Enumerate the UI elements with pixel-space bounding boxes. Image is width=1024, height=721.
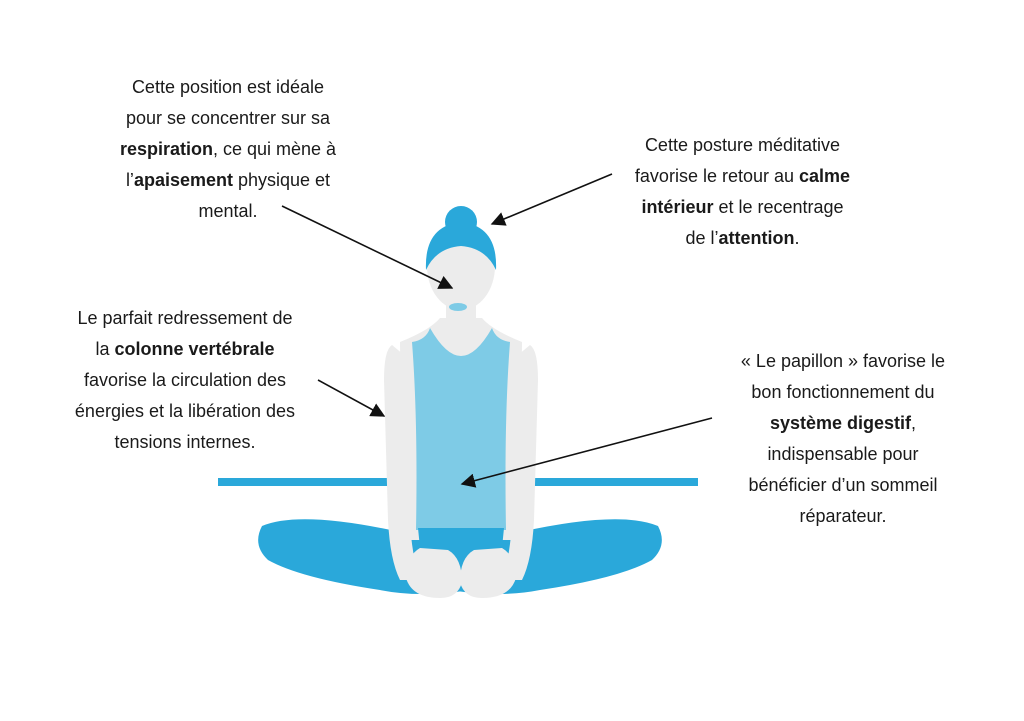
callout-text: physique et <box>232 170 331 190</box>
callout-line: l’apaisement physique et <box>68 165 388 196</box>
callout-text: . <box>794 228 800 248</box>
callout-line: favorise la circulation des <box>83 370 287 390</box>
callout-text: , ce qui mène à <box>212 139 337 159</box>
tank-top <box>412 328 510 530</box>
keyword-respiration: respiration <box>119 139 213 159</box>
keyword-colonne-vertebrale: colonne vertébrale <box>114 339 275 359</box>
waistband <box>418 528 504 548</box>
callout-line: « Le papillon » favorise le <box>740 351 946 371</box>
callout-line: respiration, ce qui mène à <box>68 134 388 165</box>
keyword-apaisement: apaisement <box>133 170 233 190</box>
callout-line: bon fonctionnement du <box>751 382 935 402</box>
callout-line: bénéficier d’un sommeil <box>748 475 938 495</box>
head <box>425 206 497 311</box>
callout-line: réparateur. <box>799 506 887 526</box>
keyword-calme: calme <box>799 166 851 186</box>
callout-text: favorise le retour au <box>634 166 800 186</box>
callout-text: la <box>95 339 115 359</box>
callout-line: mental. <box>198 201 258 221</box>
callout-line: système digestif, <box>688 408 998 439</box>
arrow-papillon <box>460 417 713 488</box>
arms <box>384 345 538 580</box>
callout-line: de l’attention. <box>590 223 895 254</box>
callout-meditation: Cette posture méditative favorise le ret… <box>590 130 895 254</box>
callout-text: et le recentrage <box>713 197 844 217</box>
callout-line: Cette position est idéale <box>131 77 325 97</box>
callout-line: Cette posture méditative <box>644 135 841 155</box>
keyword-systeme-digestif: système digestif <box>769 413 912 433</box>
arrow-meditation <box>490 173 613 226</box>
callout-text: de l’ <box>685 228 719 248</box>
arrow-spine <box>317 379 386 417</box>
keyword-interieur: intérieur <box>641 197 714 217</box>
callout-line: favorise le retour au calme <box>590 161 895 192</box>
callout-line: pour se concentrer sur sa <box>125 108 331 128</box>
callout-line: Le parfait redressement de <box>77 308 293 328</box>
callout-line: tensions internes. <box>114 432 256 452</box>
callout-line: intérieur et le recentrage <box>590 192 895 223</box>
callout-respiration: Cette position est idéale pour se concen… <box>68 72 388 227</box>
callout-spine: Le parfait redressement de la colonne ve… <box>20 303 350 458</box>
feet <box>406 548 516 598</box>
callout-line: indispensable pour <box>767 444 919 464</box>
callout-text: , <box>911 413 917 433</box>
callout-line: la colonne vertébrale <box>20 334 350 365</box>
arrow-respiration <box>281 205 454 289</box>
callout-text: l’ <box>125 170 134 190</box>
callout-line: énergies et la libération des <box>74 401 296 421</box>
keyword-attention: attention <box>718 228 795 248</box>
callout-papillon: « Le papillon » favorise le bon fonction… <box>688 346 998 532</box>
